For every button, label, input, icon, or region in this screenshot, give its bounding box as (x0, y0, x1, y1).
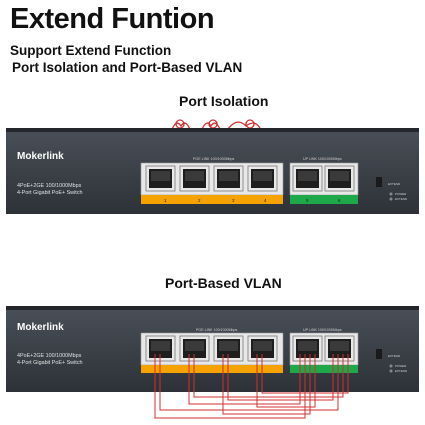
uplink-label: UP LINK 100/1000Mbps (303, 328, 342, 332)
svg-text:3: 3 (232, 198, 235, 203)
svg-text:POWER: POWER (395, 364, 407, 368)
status-leds: EXTEND POWER EXTEND (376, 177, 408, 201)
model-text-2: 4-Port Gigabit PoE+ Switch (17, 360, 82, 366)
subtitle-support: Support Extend Function (10, 43, 172, 58)
port-1 (145, 165, 176, 192)
svg-text:EXTEND: EXTEND (395, 369, 408, 373)
brand-logo: Mokerlink (17, 322, 64, 333)
port-numbers: 1 2 3 4 5 6 (164, 198, 341, 203)
port-vlan-heading: Port-Based VLAN (165, 275, 282, 291)
poe-accent-bar (141, 365, 283, 373)
svg-text:POWER: POWER (395, 192, 407, 196)
switch-port-isolation: Mokerlink 4PoE+2GE 100/1000Mbps 4-Port G… (6, 119, 419, 214)
svg-text:2: 2 (198, 198, 201, 203)
svg-text:EXTEND: EXTEND (388, 354, 401, 358)
status-leds: EXTEND POWER EXTEND (376, 349, 408, 373)
port-6 (324, 335, 355, 362)
svg-text:5: 5 (306, 198, 309, 203)
svg-text:EXTEND: EXTEND (395, 197, 408, 201)
poe-label: POE LINK 100/1000Mbps (193, 157, 235, 161)
model-text-1: 4PoE+2GE 100/1000Mbps (17, 183, 82, 189)
port-2 (179, 165, 210, 192)
model-text-2: 4-Port Gigabit PoE+ Switch (17, 190, 82, 196)
uplink-accent-bar (290, 195, 358, 204)
subtitle-features: Port Isolation and Port-Based VLAN (12, 60, 243, 75)
port-5 (292, 165, 323, 192)
svg-text:EXTEND: EXTEND (388, 182, 401, 186)
brand-logo: Mokerlink (17, 151, 64, 162)
port-isolation-heading: Port Isolation (179, 93, 269, 109)
port-6 (324, 165, 355, 192)
page-title: Extend Funtion (10, 3, 215, 35)
switch-port-vlan: Mokerlink 4PoE+2GE 100/1000Mbps 4-Port G… (6, 306, 419, 419)
model-text-1: 4PoE+2GE 100/1000Mbps (17, 353, 82, 359)
poe-label: POE LINK 100/1000Mbps (196, 328, 238, 332)
vlan-cables (154, 354, 349, 419)
port-3 (213, 165, 244, 192)
svg-text:4: 4 (264, 198, 267, 203)
uplink-accent-bar (290, 365, 358, 373)
port-4 (247, 165, 278, 192)
poe-accent-bar (141, 195, 283, 204)
svg-text:6: 6 (338, 198, 341, 203)
port-5 (292, 335, 323, 362)
svg-text:1: 1 (164, 198, 167, 203)
uplink-label: UP LINK 100/1000Mbps (303, 157, 342, 161)
